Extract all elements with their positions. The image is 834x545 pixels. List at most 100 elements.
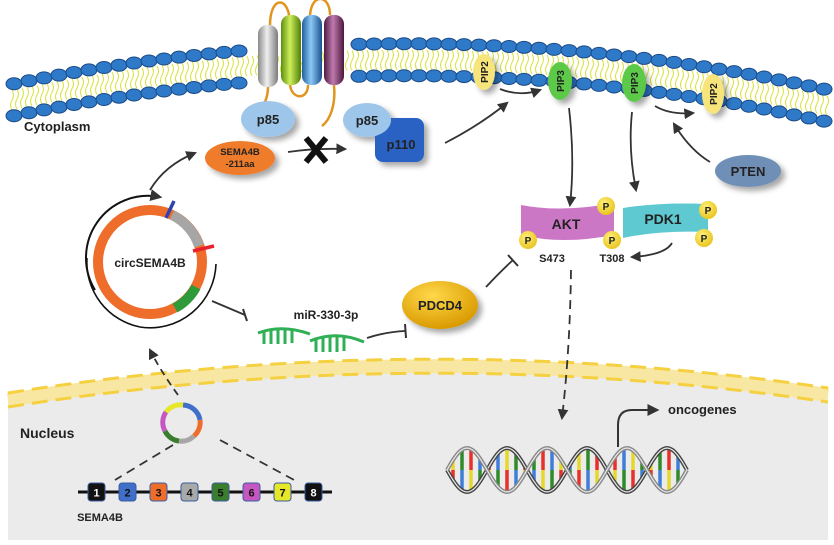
lipid-head bbox=[110, 90, 128, 104]
lipid-head bbox=[575, 45, 593, 59]
lipid-tail bbox=[660, 66, 664, 87]
lipid-tail bbox=[670, 67, 674, 89]
lipid-tail bbox=[610, 60, 614, 81]
lipid-tail bbox=[40, 83, 44, 105]
lipid-tail bbox=[460, 50, 464, 71]
lipid-tail bbox=[70, 78, 74, 100]
lipid-tail bbox=[135, 68, 139, 89]
lipid-tail bbox=[395, 49, 399, 70]
svg-text:P: P bbox=[603, 202, 610, 213]
phospho-pdk1-top: P bbox=[699, 201, 717, 219]
lipid-tail bbox=[800, 90, 804, 111]
svg-text:P: P bbox=[525, 236, 532, 247]
lipid-head bbox=[410, 69, 428, 83]
circ-blue-mark bbox=[164, 200, 176, 219]
lipid-head bbox=[680, 90, 698, 104]
exon-4: 4 bbox=[180, 482, 199, 502]
lipid-head bbox=[695, 60, 713, 74]
lipid-head bbox=[590, 78, 608, 92]
lipid-tail bbox=[750, 80, 754, 102]
pten-arrow bbox=[672, 122, 711, 163]
lipid-tail bbox=[245, 56, 249, 77]
lipid-head bbox=[470, 38, 488, 52]
lipid-tail bbox=[215, 58, 219, 80]
circ-ring-main bbox=[93, 205, 207, 319]
lipid-head bbox=[170, 82, 188, 96]
pip3-left bbox=[548, 62, 572, 100]
lipid-head bbox=[440, 37, 458, 51]
lipid-head bbox=[515, 40, 533, 54]
lipid-head bbox=[740, 99, 758, 113]
lipid-tail bbox=[595, 58, 599, 80]
p110-label: p110 bbox=[387, 137, 416, 152]
exon-label: 1 bbox=[93, 488, 99, 500]
splice-dashed-left bbox=[114, 444, 174, 481]
circ-ring-gray bbox=[169, 210, 204, 248]
lipid-tail bbox=[525, 53, 529, 74]
lipid-tail bbox=[690, 70, 694, 92]
circsema4b-label: circSEMA4B bbox=[114, 256, 186, 270]
pdcd4-label: PDCD4 bbox=[418, 298, 463, 313]
lipid-tail bbox=[195, 60, 199, 82]
lipid-tail bbox=[20, 87, 24, 109]
lipid-tail bbox=[665, 67, 669, 88]
sema4b-211aa-p85-complex bbox=[205, 101, 295, 175]
lipid-head bbox=[485, 39, 503, 53]
cytoplasm-label: Cytoplasm bbox=[24, 119, 90, 134]
lipid-tail bbox=[230, 57, 234, 78]
transmembrane-receptor bbox=[256, 0, 344, 127]
lipid-tail bbox=[735, 77, 739, 99]
nucleus-label: Nucleus bbox=[20, 425, 75, 441]
lipid-head bbox=[650, 85, 668, 99]
lipid-head bbox=[395, 37, 413, 51]
lipid-tail bbox=[170, 63, 174, 85]
helix-green bbox=[281, 15, 301, 85]
lipid-tail bbox=[100, 73, 104, 95]
lipid-tail bbox=[130, 69, 134, 90]
lipid-tail bbox=[495, 51, 499, 73]
lipid-tail bbox=[35, 84, 39, 106]
akt bbox=[521, 203, 614, 240]
exon-label: 8 bbox=[310, 488, 316, 500]
circ-to-peptide-arrow bbox=[149, 151, 198, 191]
exon-2: 2 bbox=[118, 482, 137, 502]
lipid-head bbox=[20, 74, 38, 88]
lipid-tail bbox=[380, 49, 384, 71]
pten bbox=[715, 155, 781, 187]
lipid-tail bbox=[75, 77, 79, 99]
lipid-tail bbox=[180, 62, 184, 84]
lipid-head bbox=[410, 37, 428, 51]
lipid-tail bbox=[205, 59, 209, 81]
lipid-tail bbox=[165, 64, 169, 85]
lipid-tail bbox=[765, 83, 769, 104]
lipid-head bbox=[185, 80, 203, 94]
lipid-tail bbox=[445, 49, 449, 71]
lipid-head bbox=[725, 65, 743, 79]
lipid-head bbox=[215, 77, 233, 91]
lipid-head bbox=[215, 45, 233, 59]
pdk1-to-t308-arrow bbox=[629, 242, 673, 262]
lipid-head bbox=[140, 86, 158, 100]
lipid-tail bbox=[755, 81, 759, 102]
lipid-head bbox=[365, 37, 383, 51]
lipid-head bbox=[110, 58, 128, 72]
sema4b-211aa-label-line1: SEMA4B bbox=[220, 147, 260, 158]
lipid-head bbox=[95, 92, 113, 106]
lipid-tail bbox=[685, 69, 689, 91]
lipid-tail bbox=[455, 50, 459, 71]
lipid-head bbox=[125, 56, 143, 70]
p85-free bbox=[343, 103, 391, 137]
lipid-tail bbox=[150, 66, 154, 87]
lipid-tail bbox=[770, 84, 774, 105]
lipid-head bbox=[680, 58, 698, 72]
lipid-tail bbox=[50, 82, 54, 103]
lipid-head bbox=[635, 51, 653, 65]
circ-red-mark bbox=[192, 244, 215, 253]
circ-outer-arc-visible bbox=[86, 257, 217, 329]
lipid-tail bbox=[425, 49, 429, 71]
sema4b-gene-label: SEMA4B bbox=[77, 512, 123, 524]
lipid-head bbox=[185, 48, 203, 62]
lipid-tail bbox=[600, 59, 604, 80]
